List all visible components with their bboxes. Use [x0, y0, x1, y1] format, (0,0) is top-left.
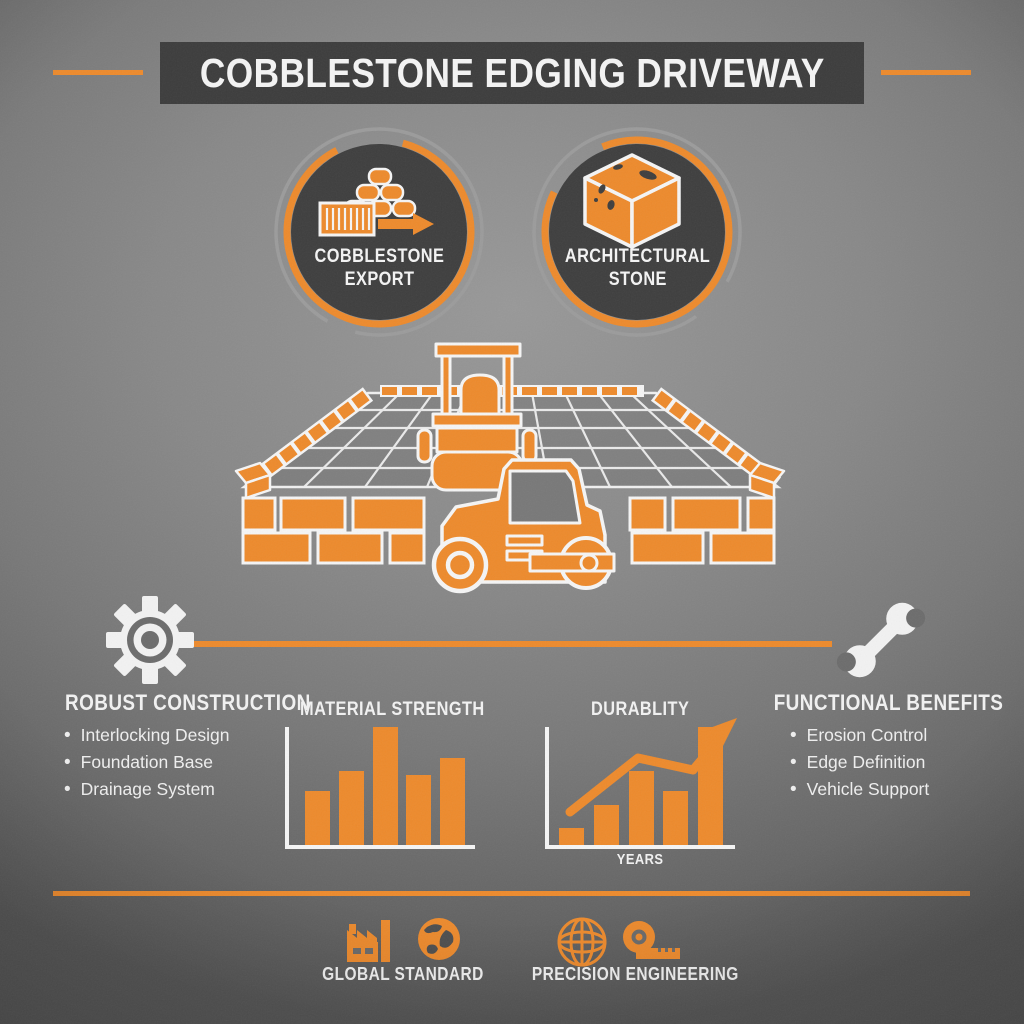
material-strength-chart: [285, 727, 475, 849]
years-axis-label: YEARS: [545, 851, 735, 869]
bar: [593, 804, 619, 845]
global-standard-label: GLOBAL STANDARD: [295, 964, 510, 985]
badge-label-line2: STONE: [608, 269, 667, 290]
wrench-icon: [836, 602, 926, 678]
feature-item: Vehicle Support: [790, 776, 930, 803]
badge-architectural-stone: ARCHITECTURAL STONE: [530, 125, 745, 340]
feature-item: Edge Definition: [790, 749, 929, 776]
title-banner: COBBLESTONE EDGING DRIVEWAY: [160, 42, 864, 104]
section-title-text: FUNCTIONAL BENEFITS: [773, 690, 1004, 715]
feature-list-left: Interlocking DesignFoundation BaseDraina…: [64, 722, 230, 803]
section-divider-line: [194, 641, 832, 647]
bar: [698, 727, 723, 845]
chart-title-text: DURABLITY: [590, 699, 690, 720]
durability-title: DURABLITY: [540, 699, 740, 721]
functional-benefits-title: FUNCTIONAL BENEFITS: [755, 690, 1003, 716]
gear-icon: [106, 596, 194, 684]
bar: [440, 757, 465, 845]
badge-cobblestone-export: COBBLESTONE EXPORT: [272, 125, 487, 340]
footer-divider-line: [53, 891, 970, 896]
feature-list-right: Erosion ControlEdge DefinitionVehicle Su…: [790, 722, 930, 803]
section-title-text: ROBUST CONSTRUCTION: [65, 690, 311, 715]
badge-label-line1: COBBLESTONE: [314, 246, 445, 267]
bar: [406, 775, 432, 845]
globe-grid-icon: [557, 917, 607, 967]
durability-chart: [545, 727, 735, 849]
brick-wall-right: [628, 496, 776, 565]
axis-label-text: YEARS: [616, 851, 664, 868]
badge-label-line1: ARCHITECTURAL: [564, 246, 711, 267]
brick-wall-left: [241, 496, 426, 565]
material-strength-title: MATERIAL STRENGTH: [285, 699, 485, 721]
cobblestone-export-icon: [274, 127, 484, 337]
bar: [559, 828, 584, 845]
bar: [628, 770, 654, 845]
precision-engineering-label: PRECISION ENGINEERING: [515, 964, 745, 985]
header-accent-line-right: [881, 70, 971, 75]
driveway-construction-illustration: [234, 342, 786, 594]
feature-item: Drainage System: [64, 776, 229, 803]
feature-item: Interlocking Design: [64, 722, 230, 749]
badge-label-line2: EXPORT: [344, 269, 415, 290]
architectural-stone-icon: [532, 127, 742, 337]
badge-label: ARCHITECTURAL STONE: [530, 246, 745, 292]
bar: [338, 770, 364, 845]
chart-title-text: MATERIAL STRENGTH: [300, 699, 485, 720]
earth-globe-icon: [418, 918, 460, 960]
feature-item: Erosion Control: [790, 722, 929, 749]
tape-measure-icon: [623, 921, 680, 959]
robust-construction-title: ROBUST CONSTRUCTION: [45, 690, 310, 716]
feature-item: Foundation Base: [64, 749, 229, 776]
footer-label-text: PRECISION ENGINEERING: [531, 964, 739, 984]
page-title: COBBLESTONE EDGING DRIVEWAY: [199, 49, 825, 96]
bar: [663, 790, 689, 845]
bar: [372, 727, 398, 845]
header-accent-line-left: [53, 70, 143, 75]
footer-label-text: GLOBAL STANDARD: [321, 964, 484, 984]
badge-label: COBBLESTONE EXPORT: [272, 246, 487, 292]
bar: [305, 790, 330, 845]
factory-icon: [347, 920, 390, 962]
